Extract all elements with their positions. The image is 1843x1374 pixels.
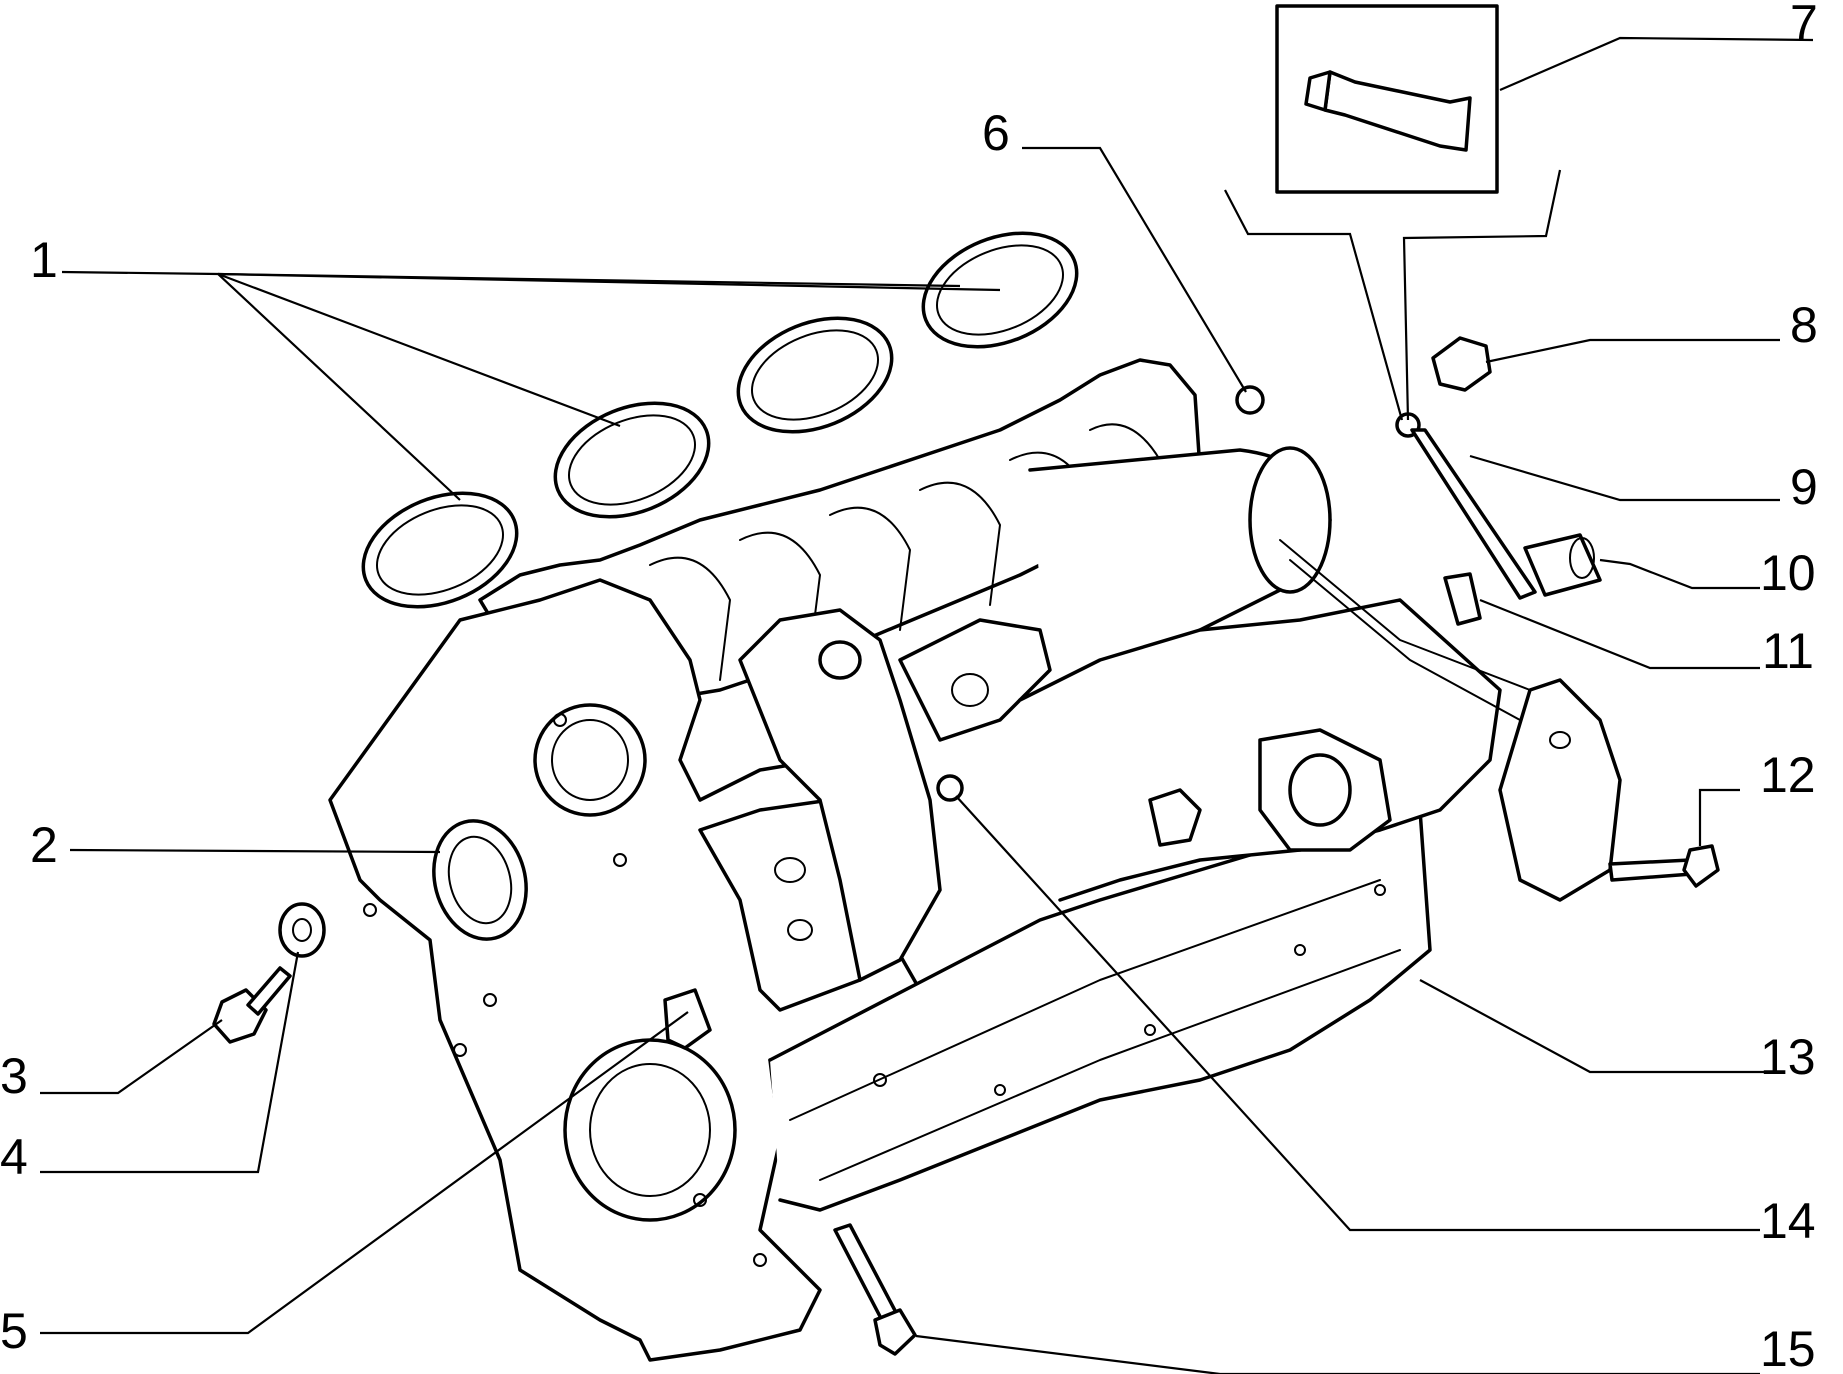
callout-7: 7 <box>1790 0 1818 51</box>
leader-lines <box>40 36 1814 1374</box>
callout-14: 14 <box>1760 1193 1816 1249</box>
callout-8: 8 <box>1790 297 1818 353</box>
tower-plug <box>936 774 964 802</box>
sealant-tube-box <box>1275 4 1499 194</box>
callout-13: 13 <box>1760 1029 1816 1085</box>
callout-15: 15 <box>1760 1321 1816 1374</box>
dowel-plug <box>663 988 712 1050</box>
flange-bolt <box>212 966 292 1044</box>
callout-11: 11 <box>1762 623 1814 679</box>
small-plug <box>1235 385 1265 415</box>
callout-9: 9 <box>1790 459 1818 515</box>
bottom-bolt <box>833 1223 917 1356</box>
callout-12: 12 <box>1760 747 1816 803</box>
bushing <box>1523 533 1602 597</box>
callout-3: 3 <box>0 1048 28 1104</box>
washer <box>278 902 326 958</box>
dipstick-tube <box>1395 412 1537 600</box>
callout-1: 1 <box>30 232 58 288</box>
callout-10: 10 <box>1760 545 1816 601</box>
hex-bolt <box>1608 844 1720 888</box>
callout-5: 5 <box>0 1303 28 1359</box>
dowel-pin <box>1443 572 1482 626</box>
callout-6: 6 <box>982 105 1010 161</box>
oil-seal-ring <box>432 819 528 941</box>
cap <box>1431 336 1492 392</box>
callout-2: 2 <box>30 817 58 873</box>
callout-4: 4 <box>0 1129 28 1185</box>
engine-block <box>328 358 1622 1362</box>
